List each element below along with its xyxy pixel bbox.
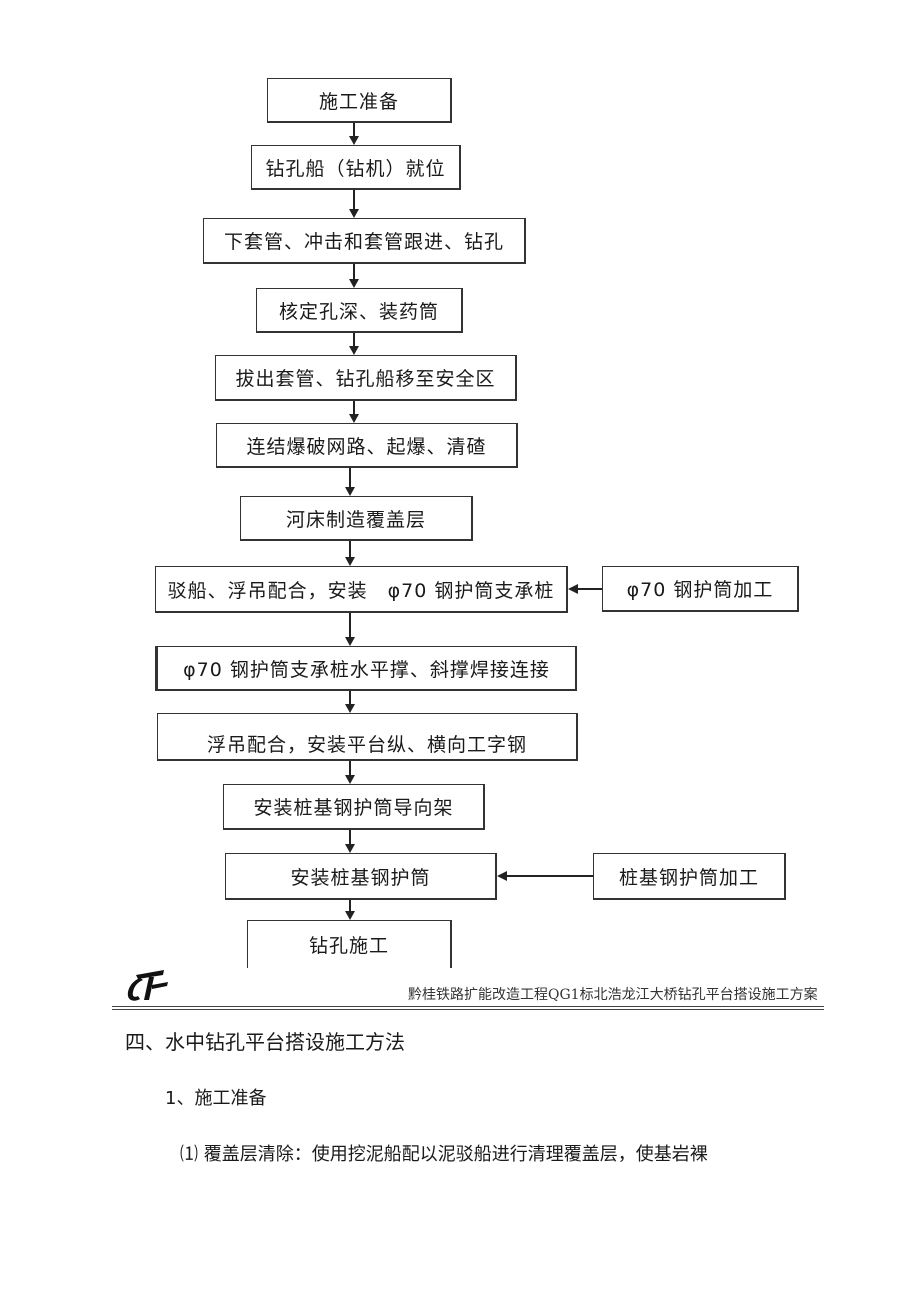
step-label: 连结爆破网路、起爆、清碴 — [246, 435, 487, 458]
step-blasting: 连结爆破网路、起爆、清碴 — [216, 423, 518, 468]
connector-line — [353, 123, 355, 136]
connector-line — [353, 333, 355, 346]
step-install-guide-frame: 安装桩基钢护筒导向架 — [223, 784, 485, 830]
body-paragraph: ⑴ 覆盖层清除：使用挖泥船配以泥驳船进行清理覆盖层，使基岩裸 — [180, 1144, 708, 1165]
connector-line — [353, 401, 355, 414]
arrow-down-icon — [349, 414, 359, 423]
subsection-title: 1、施工准备 — [165, 1088, 267, 1109]
step-label: 安装桩基钢护筒导向架 — [253, 797, 454, 819]
step-label: 驳船、浮吊配合，安装 φ70 钢护筒支承桩 — [167, 579, 555, 602]
step-drill-ship-positioning: 钻孔船（钻机）就位 — [251, 145, 461, 190]
connector-line — [349, 761, 351, 775]
arrow-down-icon — [345, 704, 355, 713]
connector-line — [349, 691, 351, 704]
section-title: 四、水中钻孔平台搭设施工方法 — [125, 1030, 405, 1054]
connector-line — [349, 468, 351, 487]
step-label: 下套管、冲击和套管跟进、钻孔 — [223, 231, 504, 253]
side-step-support-pile-fabrication: φ70 钢护筒加工 — [602, 566, 799, 612]
arrow-down-icon — [345, 844, 355, 853]
arrow-down-icon — [345, 557, 355, 566]
step-label: φ70 钢护筒支承桩水平撑、斜撑焊接连接 — [183, 658, 550, 681]
header-rule — [112, 1006, 824, 1007]
step-check-depth: 核定孔深、装药筒 — [256, 288, 463, 333]
step-label: 河床制造覆盖层 — [285, 508, 426, 531]
step-install-casing: 安装桩基钢护筒 — [225, 853, 497, 900]
connector-line — [353, 264, 355, 279]
company-logo — [127, 970, 168, 1001]
arrow-down-icon — [345, 487, 355, 496]
step-install-i-beams: 浮吊配合，安装平台纵、横向工字钢 — [157, 713, 578, 761]
connector-line — [349, 830, 351, 844]
step-label: 浮吊配合，安装平台纵、横向工字钢 — [206, 734, 527, 756]
document-header: 黔桂铁路扩能改造工程QG1标北浩龙江大桥钻孔平台搭设施工方案 — [408, 987, 818, 1003]
step-install-support-piles: 驳船、浮吊配合，安装 φ70 钢护筒支承桩 — [155, 566, 568, 613]
arrow-down-icon — [349, 136, 359, 145]
arrow-left-icon — [497, 871, 507, 881]
arrow-down-icon — [349, 346, 359, 355]
step-label: 拔出套管、钻孔船移至安全区 — [235, 368, 496, 390]
connector-line — [349, 541, 351, 557]
arrow-down-icon — [349, 279, 359, 288]
step-label: 安装桩基钢护筒 — [290, 866, 431, 889]
arrow-down-icon — [345, 637, 355, 646]
step-casing-drilling: 下套管、冲击和套管跟进、钻孔 — [203, 218, 526, 264]
side-step-label: 桩基钢护筒加工 — [618, 866, 759, 889]
connector-line — [507, 875, 593, 877]
step-label: 钻孔施工 — [308, 935, 389, 957]
side-step-casing-fabrication: 桩基钢护筒加工 — [593, 853, 786, 900]
arrow-down-icon — [349, 209, 359, 218]
connector-line — [353, 190, 355, 209]
step-label: 钻孔船（钻机）就位 — [265, 157, 446, 180]
arrow-down-icon — [345, 911, 355, 920]
connector-line — [349, 900, 351, 911]
arrow-down-icon — [345, 775, 355, 784]
step-label: 施工准备 — [318, 90, 399, 113]
step-cover-layer: 河床制造覆盖层 — [240, 496, 473, 541]
header-rule — [112, 1009, 824, 1010]
connector-line — [578, 588, 602, 590]
step-label: 核定孔深、装药筒 — [278, 300, 439, 323]
side-step-label: φ70 钢护筒加工 — [626, 579, 774, 601]
step-construction-prep: 施工准备 — [267, 78, 452, 123]
step-pull-casing: 拔出套管、钻孔船移至安全区 — [215, 355, 517, 401]
step-bracing-welding: φ70 钢护筒支承桩水平撑、斜撑焊接连接 — [155, 646, 577, 691]
arrow-left-icon — [568, 584, 578, 594]
connector-line — [349, 613, 351, 637]
step-drilling-construction: 钻孔施工 — [247, 920, 452, 968]
